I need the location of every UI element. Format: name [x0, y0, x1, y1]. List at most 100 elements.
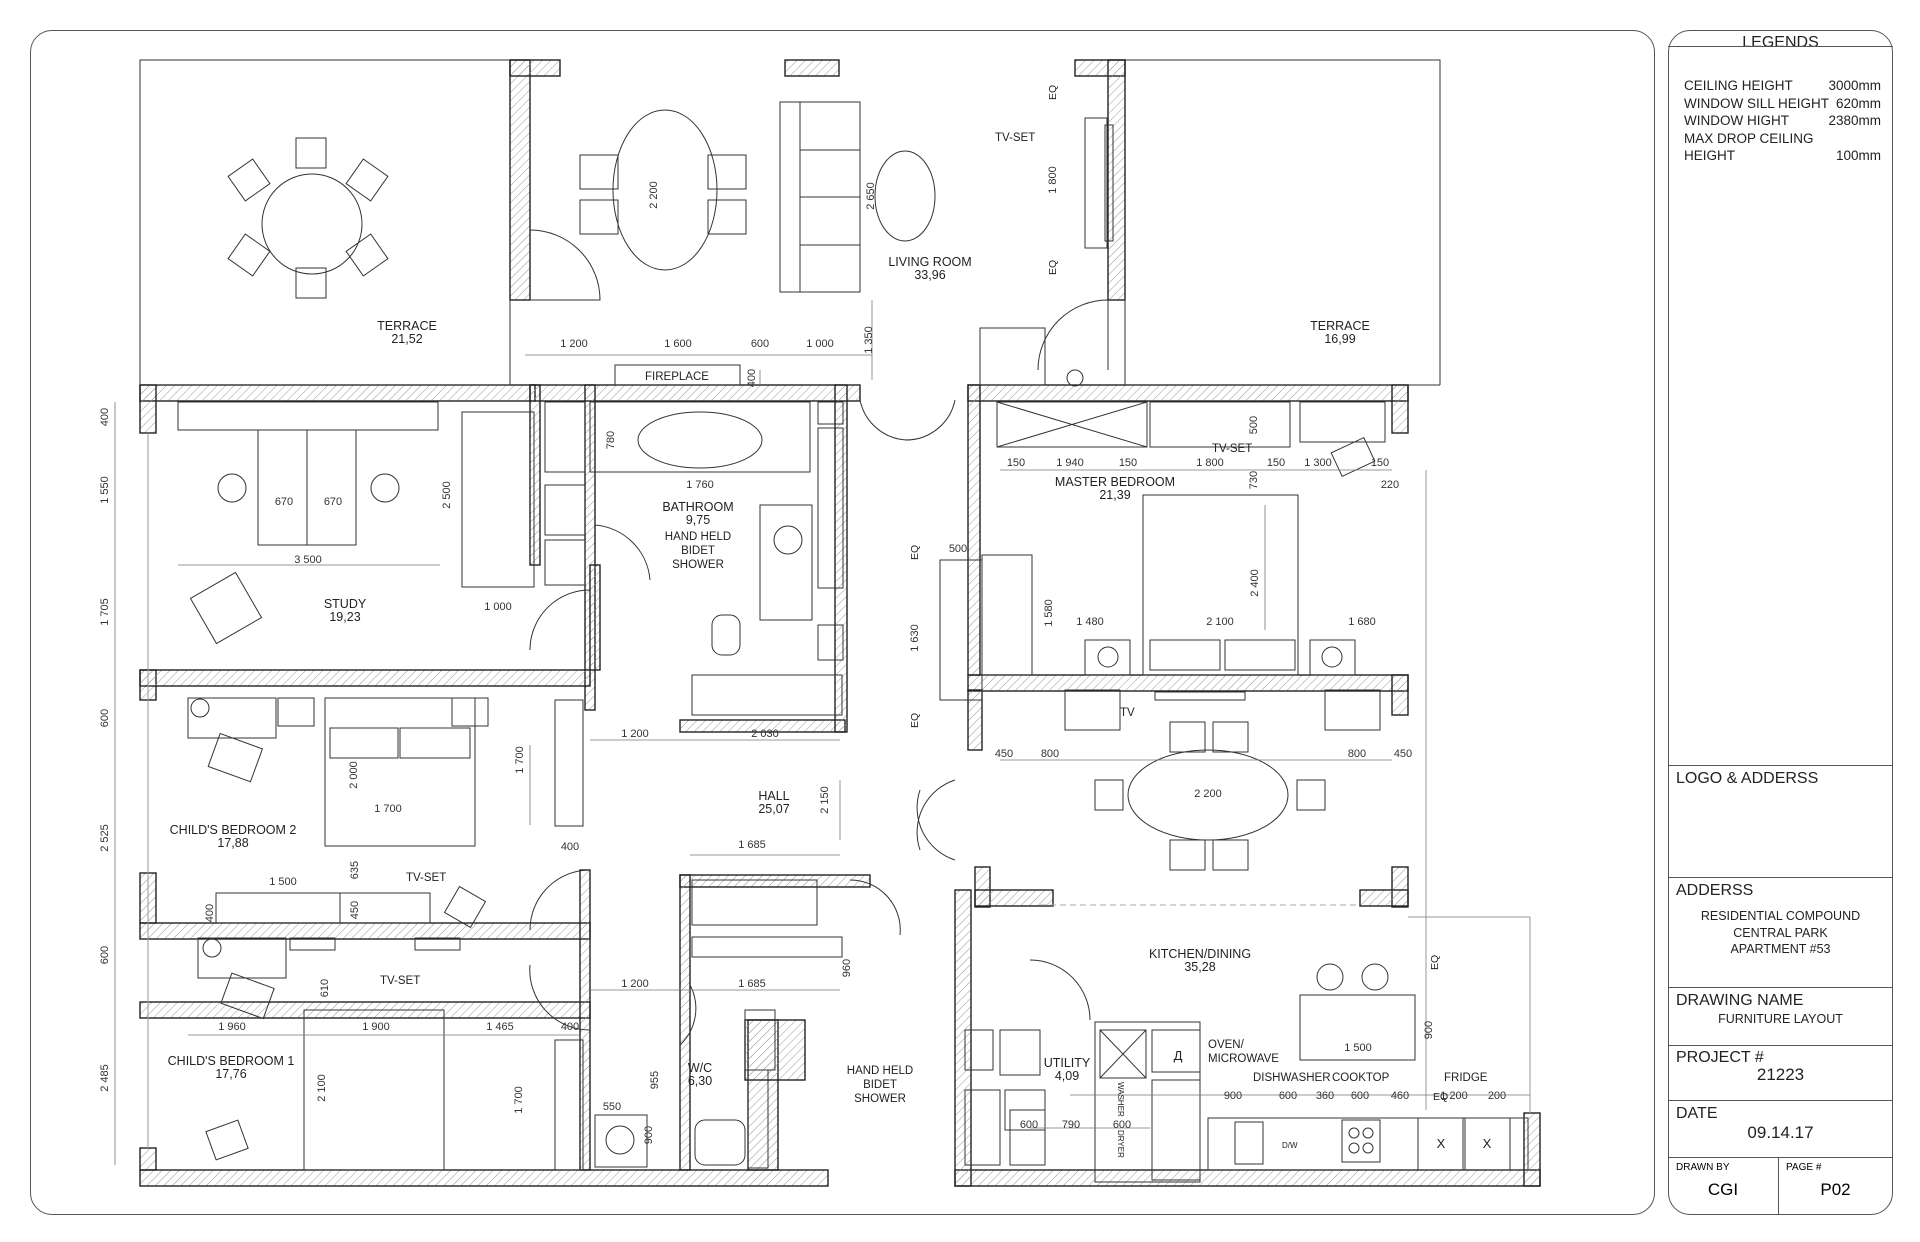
dim: 955: [649, 1071, 661, 1089]
dim: 150: [1267, 457, 1285, 469]
legend-text: WINDOW SILL HEIGHT: [1684, 95, 1830, 111]
room-area: 16,99: [1324, 332, 1355, 346]
separator: [1668, 1157, 1893, 1158]
fixture-marks: X X Д: [1174, 1048, 1492, 1151]
separator: [1668, 46, 1893, 47]
dim: 600: [1279, 1090, 1297, 1102]
room-name: MASTER BEDROOM: [1055, 475, 1175, 489]
page-label: PAGE #: [1786, 1162, 1822, 1173]
dim: 1 700: [374, 803, 402, 815]
cb2-bed: [324, 697, 476, 847]
plan-mark: Д: [1174, 1048, 1183, 1063]
date-value: 09.14.17: [1747, 1123, 1814, 1142]
dim: 150: [1371, 457, 1389, 469]
dim: 1 960: [218, 1021, 246, 1033]
dim: 600: [1113, 1119, 1131, 1131]
legend-text: CEILING HEIGHT: [1684, 78, 1793, 93]
legend-row: WINDOW SILL HEIGHT 620mm: [1684, 95, 1881, 113]
project-number: 21223: [1756, 1065, 1805, 1084]
dim: 1 200: [1440, 1090, 1468, 1102]
dim: 800: [1348, 748, 1366, 760]
dim: 1 300: [1304, 457, 1332, 469]
dim: 2 500: [441, 481, 453, 509]
dim: 2 100: [1206, 616, 1234, 628]
drawing-name: FURNITURE LAYOUT: [1718, 1012, 1843, 1026]
dim: 1 685: [738, 839, 766, 851]
room-name: STUDY: [324, 597, 367, 611]
address-line: APARTMENT #53: [1730, 942, 1831, 956]
dim: 900: [1423, 1021, 1435, 1039]
dim: 610: [319, 979, 331, 997]
dim: 2 200: [1194, 788, 1222, 800]
page-value: P02: [1820, 1180, 1851, 1199]
bathtub: [637, 411, 763, 469]
legend-row: MAX DROP CEILING: [1684, 130, 1881, 148]
project-label: PROJECT #: [1676, 1049, 1764, 1066]
room-area: 25,07: [758, 802, 789, 816]
washer-label: WASHER: [1116, 1082, 1125, 1117]
room-name: UTILITY: [1044, 1056, 1091, 1070]
address-label: ADDERSS: [1676, 882, 1754, 899]
cooktop-label: COOKTOP: [1332, 1072, 1390, 1084]
plan-frame: [30, 30, 1655, 1215]
dim: 220: [1381, 479, 1399, 491]
dim: 1 550: [99, 476, 111, 504]
address-block: RESIDENTIAL COMPOUND CENTRAL PARK APARTM…: [1668, 908, 1893, 958]
room-area: 19,23: [329, 610, 360, 624]
master-bed: [1142, 494, 1299, 676]
dim: 450: [995, 748, 1013, 760]
room-name: W/C: [688, 1061, 712, 1075]
dining-table: [1127, 749, 1289, 841]
annotations: FIREPLACE TV-SET TV-SET TV TV-SET TV-SET…: [380, 85, 1488, 1158]
separator: [1668, 1045, 1893, 1046]
dim: 2 030: [751, 728, 779, 740]
dim: 600: [99, 946, 111, 964]
dim: 960: [841, 959, 853, 977]
outlines: [139, 59, 1531, 1148]
drawn-by-value: CGI: [1707, 1180, 1739, 1199]
room-name: HALL: [758, 789, 789, 803]
dim: 2 485: [99, 1064, 111, 1092]
dim: 1 760: [686, 479, 714, 491]
dim: 150: [1007, 457, 1025, 469]
dim: 1 480: [1076, 616, 1104, 628]
dishwasher-label: DISHWASHER: [1253, 1072, 1331, 1084]
legend-text: 3000mm: [1828, 78, 1881, 93]
dim: 1 000: [484, 601, 512, 613]
dim: 1 500: [1344, 1042, 1372, 1054]
dim: 460: [1391, 1090, 1409, 1102]
dim: 400: [204, 904, 216, 922]
fridge-label: FRIDGE: [1444, 1072, 1488, 1084]
eq-label: EQ: [1047, 85, 1059, 100]
cb1-bed: [303, 1009, 445, 1171]
room-name: BATHROOM: [662, 500, 733, 514]
legends-title: LEGENDS: [1742, 34, 1819, 51]
dim: 1 685: [738, 978, 766, 990]
oven-label: MICROWAVE: [1208, 1053, 1279, 1065]
dim: 2 650: [865, 182, 877, 210]
dim: 900: [1224, 1090, 1242, 1102]
dryer-label: DRYER: [1116, 1130, 1125, 1158]
eq-label: EQ: [1047, 260, 1059, 275]
dim: 2 000: [348, 761, 360, 789]
dim: 600: [1351, 1090, 1369, 1102]
dim: 635: [349, 861, 361, 879]
oven-label: OVEN/: [1208, 1039, 1245, 1051]
dim: 1 200: [621, 728, 649, 740]
dim: 2 100: [316, 1074, 328, 1102]
room-area: 35,28: [1184, 960, 1215, 974]
dim: 400: [561, 1021, 579, 1033]
dim: 400: [746, 369, 758, 387]
dim: 600: [751, 338, 769, 350]
room-area: 17,88: [217, 836, 248, 850]
dim: 450: [349, 901, 361, 919]
fixture-label: BIDET: [863, 1079, 897, 1091]
dim: 2 525: [99, 824, 111, 852]
room-area: 9,75: [686, 513, 710, 527]
legend-text: 620mm: [1835, 95, 1881, 111]
separator: [1668, 765, 1893, 766]
eq-label: EQ: [909, 545, 921, 560]
fireplace-label: FIREPLACE: [645, 371, 709, 383]
